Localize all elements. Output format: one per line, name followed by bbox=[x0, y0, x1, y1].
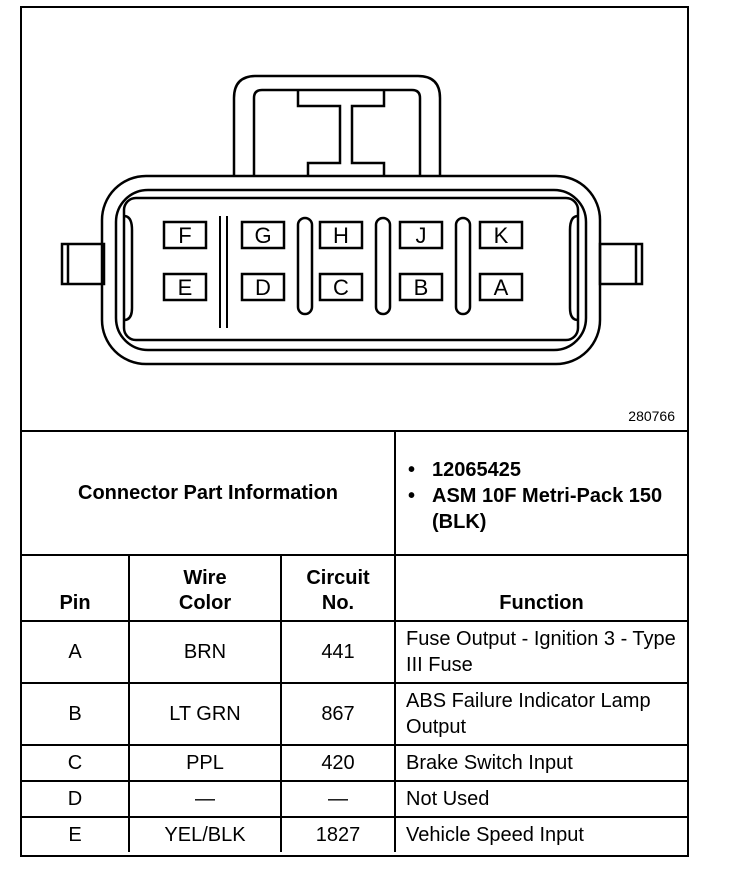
connector-drawing: F G H J K E D C B A bbox=[60, 74, 644, 366]
cell-pin: A bbox=[22, 620, 130, 684]
connector-info-values: 12065425 ASM 10F Metri-Pack 150 (BLK) bbox=[394, 430, 688, 556]
pin-box bbox=[240, 220, 286, 250]
table-row: E YEL/BLK 1827 Vehicle Speed Input bbox=[22, 816, 688, 852]
pin-g: G bbox=[240, 220, 286, 250]
cell-pin: C bbox=[22, 744, 130, 782]
pin-k: K bbox=[478, 220, 524, 250]
pin-label: J bbox=[416, 223, 427, 248]
pin-e: E bbox=[162, 272, 208, 302]
part-number: 12065425 bbox=[408, 457, 687, 483]
cell-function: Vehicle Speed Input bbox=[394, 816, 688, 852]
pin-box bbox=[478, 272, 524, 302]
table-row: C PPL 420 Brake Switch Input bbox=[22, 744, 688, 782]
connector-info-row: Connector Part Information 12065425 ASM … bbox=[22, 430, 688, 556]
lock-latch bbox=[296, 90, 386, 176]
header-pin: Pin bbox=[22, 554, 130, 622]
pin-cavity bbox=[122, 196, 580, 342]
lock-tab-inner bbox=[252, 88, 422, 176]
cell-function: ABS Failure Indicator Lamp Output bbox=[394, 682, 688, 746]
header-circuit-text: Circuit No. bbox=[306, 567, 370, 614]
pin-label: A bbox=[494, 275, 509, 300]
figure-number: 280766 bbox=[628, 408, 675, 424]
table-row: B LT GRN 867 ABS Failure Indicator Lamp … bbox=[22, 682, 688, 746]
lock-tab-outline bbox=[232, 74, 442, 176]
cell-circuit: 867 bbox=[279, 682, 397, 746]
pin-label: F bbox=[178, 223, 191, 248]
pin-box bbox=[240, 272, 286, 302]
cell-circuit: 420 bbox=[279, 744, 397, 782]
pin-label: D bbox=[255, 275, 271, 300]
pin-label: E bbox=[178, 275, 193, 300]
cell-pin: D bbox=[22, 780, 130, 818]
pin-box bbox=[398, 220, 444, 250]
pin-label: G bbox=[254, 223, 271, 248]
connector-inner-body bbox=[114, 188, 588, 352]
cell-wire-color: — bbox=[128, 780, 282, 818]
header-wire-color-text: Wire Color bbox=[178, 567, 232, 614]
table-row: A BRN 441 Fuse Output - Ignition 3 - Typ… bbox=[22, 620, 688, 684]
pin-f: F bbox=[162, 220, 208, 250]
cell-wire-color: BRN bbox=[128, 620, 282, 684]
cell-circuit: — bbox=[279, 780, 397, 818]
pinout-table: Connector Part Information 12065425 ASM … bbox=[22, 430, 688, 852]
divider-2 bbox=[374, 216, 392, 316]
connector-outer-body bbox=[100, 174, 602, 366]
pin-a: A bbox=[478, 272, 524, 302]
connector-info-label: Connector Part Information bbox=[22, 430, 397, 556]
pin-label: B bbox=[414, 275, 429, 300]
pin-label: C bbox=[333, 275, 349, 300]
pin-j: J bbox=[398, 220, 444, 250]
cell-pin: B bbox=[22, 682, 130, 746]
pin-box bbox=[162, 272, 208, 302]
cell-wire-color: LT GRN bbox=[128, 682, 282, 746]
left-ear bbox=[60, 242, 106, 286]
pin-label: K bbox=[494, 223, 509, 248]
divider-3 bbox=[454, 216, 472, 316]
pin-box bbox=[162, 220, 208, 250]
connector-description: ASM 10F Metri-Pack 150 (BLK) bbox=[408, 483, 687, 535]
pin-h: H bbox=[318, 220, 364, 250]
cell-function: Brake Switch Input bbox=[394, 744, 688, 782]
cell-wire-color: PPL bbox=[128, 744, 282, 782]
header-function: Function bbox=[394, 554, 688, 622]
pin-b: B bbox=[398, 272, 444, 302]
pin-box bbox=[478, 220, 524, 250]
header-circuit: Circuit No. bbox=[279, 554, 397, 622]
header-wire-color: Wire Color bbox=[128, 554, 282, 622]
table-header-row: Pin Wire Color Circuit No. Function bbox=[22, 554, 688, 622]
pin-box bbox=[398, 272, 444, 302]
cell-circuit: 1827 bbox=[279, 816, 397, 852]
cell-function: Fuse Output - Ignition 3 - Type III Fuse bbox=[394, 620, 688, 684]
pin-label: H bbox=[333, 223, 349, 248]
divider-1 bbox=[296, 216, 314, 316]
cell-circuit: 441 bbox=[279, 620, 397, 684]
cell-function: Not Used bbox=[394, 780, 688, 818]
pin-c: C bbox=[318, 272, 364, 302]
cell-wire-color: YEL/BLK bbox=[128, 816, 282, 852]
connector-diagram: F G H J K E D C B A 280766 bbox=[22, 8, 687, 430]
pin-box bbox=[318, 272, 364, 302]
table-row: D — — Not Used bbox=[22, 780, 688, 818]
pin-d: D bbox=[240, 272, 286, 302]
cell-pin: E bbox=[22, 816, 130, 852]
pin-box bbox=[318, 220, 364, 250]
